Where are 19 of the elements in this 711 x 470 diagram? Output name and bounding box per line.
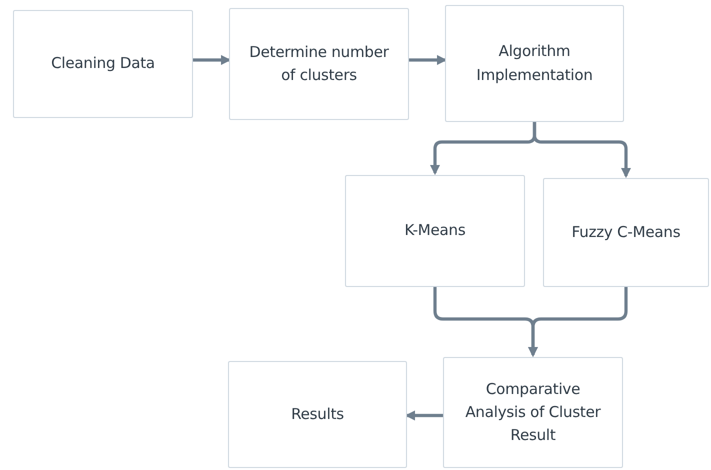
process-box	[443, 357, 623, 468]
box-label: Results	[291, 404, 344, 425]
process-box	[345, 175, 525, 287]
box-label: Comparative Analysis of Cluster Result	[464, 378, 602, 446]
box-label: Cleaning Data	[51, 53, 155, 74]
process-box	[445, 5, 624, 122]
process-box	[13, 10, 193, 118]
box-label: Algorithm Implementation	[475, 41, 594, 86]
arrow	[404, 410, 443, 421]
arrow	[409, 54, 448, 66]
arrow	[193, 54, 232, 66]
process-box	[543, 178, 709, 287]
process-box	[229, 8, 409, 120]
arrow	[528, 287, 628, 358]
arrow	[532, 122, 632, 178]
box-label: Fuzzy C-Means	[572, 222, 680, 243]
process-box	[228, 361, 407, 468]
box-label: Determine number of clusters	[248, 42, 390, 86]
box-label: K-Means	[404, 220, 466, 242]
